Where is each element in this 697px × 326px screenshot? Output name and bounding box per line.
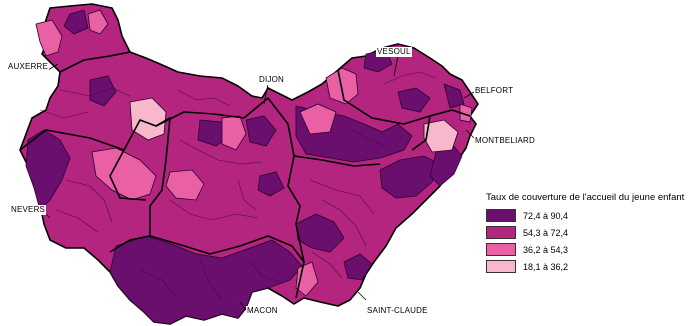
legend-label: 72,4 à 90,4 — [523, 210, 569, 221]
city-label-macon: MACON — [246, 306, 279, 316]
city-label-belfort: BELFORT — [474, 86, 515, 96]
legend-row: 36,2 à 54,3 — [486, 241, 694, 258]
legend-swatch — [486, 260, 516, 273]
map-legend: Taux de couverture de l'accueil du jeune… — [486, 192, 694, 275]
legend-row: 18,1 à 36,2 — [486, 258, 694, 275]
area-boundaries — [39, 71, 437, 301]
city-label-saint-claude: SAINT-CLAUDE — [366, 306, 429, 316]
legend-title: Taux de couverture de l'accueil du jeune… — [486, 192, 685, 203]
legend-label: 54,3 à 72,4 — [523, 227, 569, 238]
city-label-vesoul: VESOUL — [376, 47, 412, 57]
legend-label: 18,1 à 36,2 — [523, 261, 569, 272]
legend-row: 72,4 à 90,4 — [486, 207, 694, 224]
class-lightest-areas — [129, 97, 459, 153]
city-label-auxerre: AUXERRE — [7, 62, 50, 72]
legend-classes: 72,4 à 90,4 54,3 à 72,4 36,2 à 54,3 18,1 à … — [486, 207, 694, 275]
legend-swatch — [486, 243, 516, 256]
legend-label: 36,2 à 54,3 — [523, 244, 569, 255]
legend-swatch — [486, 226, 516, 239]
legend-swatch — [486, 209, 516, 222]
legend-row: 54,3 à 72,4 — [486, 224, 694, 241]
department-boundaries — [19, 51, 471, 299]
city-label-dijon: DIJON — [258, 75, 285, 85]
city-label-montbeliard: MONTBELIARD — [474, 136, 536, 146]
city-label-nevers: NEVERS — [10, 205, 47, 215]
